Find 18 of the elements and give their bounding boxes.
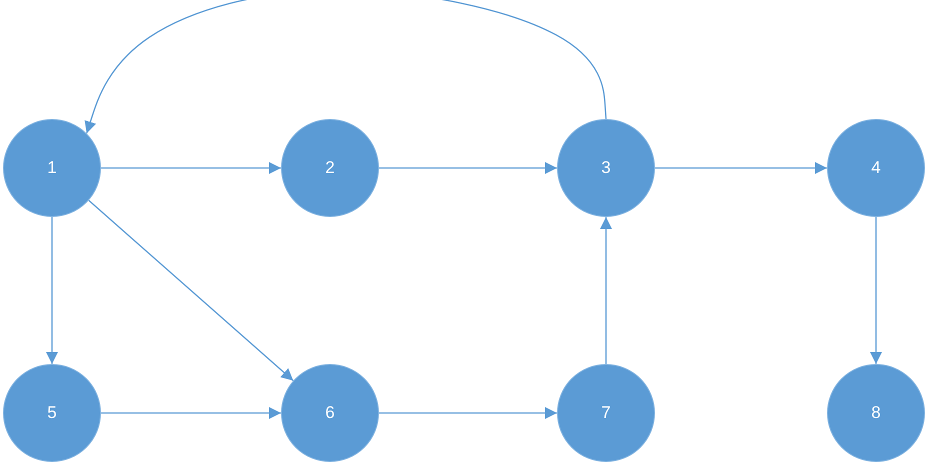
node-label: 8 xyxy=(871,403,881,423)
arrow xyxy=(870,217,882,364)
node-label: 6 xyxy=(325,403,335,423)
node-label: 2 xyxy=(325,158,335,178)
arrow xyxy=(101,162,281,174)
arrow xyxy=(46,217,58,364)
arrow xyxy=(84,0,607,134)
arrow xyxy=(600,217,612,364)
arrow xyxy=(379,162,557,174)
arrow xyxy=(655,162,827,174)
arrow xyxy=(101,407,281,419)
arrow xyxy=(88,200,294,382)
node-label: 4 xyxy=(871,158,881,178)
node-label: 7 xyxy=(601,403,611,423)
node-label: 1 xyxy=(47,158,57,178)
node-label: 3 xyxy=(601,158,611,178)
node-label: 5 xyxy=(47,403,57,423)
arrow xyxy=(379,407,557,419)
